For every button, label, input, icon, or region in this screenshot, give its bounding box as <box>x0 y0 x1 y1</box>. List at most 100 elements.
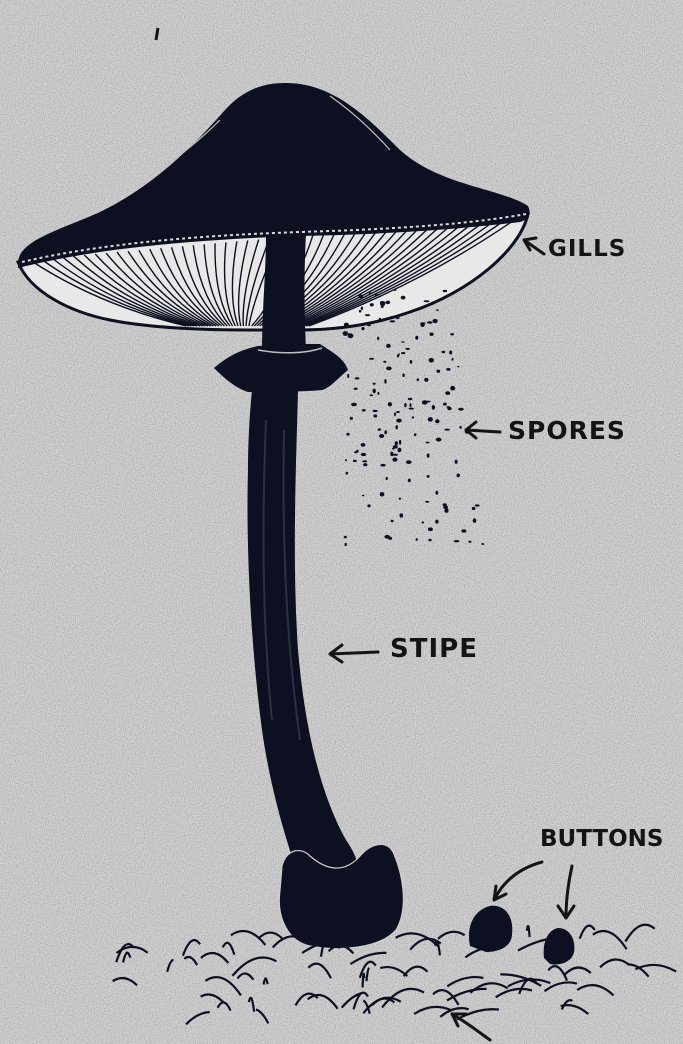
spores-label: SPORES <box>508 416 626 445</box>
spore <box>379 318 381 321</box>
spore <box>426 442 430 444</box>
spore <box>365 314 370 316</box>
spore <box>429 358 434 363</box>
spore <box>399 440 401 445</box>
spore <box>481 543 484 545</box>
spore <box>380 492 385 497</box>
spore <box>386 344 391 348</box>
spore <box>377 392 379 395</box>
spore <box>409 408 415 410</box>
spore <box>369 292 371 295</box>
spore <box>361 327 364 330</box>
spore <box>468 541 471 543</box>
spore <box>388 402 392 406</box>
spore <box>457 474 460 478</box>
spore <box>443 290 447 292</box>
spore <box>346 472 349 475</box>
spore <box>410 360 413 364</box>
spore <box>436 438 442 442</box>
spore <box>379 434 384 438</box>
spore <box>374 414 378 417</box>
spore <box>433 319 438 323</box>
spore <box>406 460 412 464</box>
spore <box>427 454 430 458</box>
spore <box>361 453 367 456</box>
spore <box>362 409 366 412</box>
spore <box>345 543 347 547</box>
spore <box>429 333 433 336</box>
spore <box>410 403 412 407</box>
spore <box>356 450 358 453</box>
spore <box>458 408 464 411</box>
spore <box>442 351 446 353</box>
gills-label: GILLS <box>548 236 626 262</box>
spore <box>347 374 349 378</box>
spore <box>414 433 416 436</box>
spore <box>398 448 402 452</box>
spore <box>375 294 379 296</box>
spore <box>362 460 367 462</box>
spore <box>426 401 431 403</box>
spore <box>359 294 364 298</box>
spore <box>459 426 461 429</box>
spore <box>384 535 390 539</box>
spore <box>361 443 366 447</box>
spore <box>394 412 396 416</box>
buttons-label: BUTTONS <box>540 826 663 852</box>
spore <box>345 459 347 461</box>
spore <box>383 361 386 363</box>
spore <box>380 301 383 306</box>
spore <box>425 501 429 503</box>
stipe-label: STIPE <box>390 634 478 664</box>
spore <box>396 317 400 319</box>
spore <box>435 491 438 495</box>
spore <box>444 508 448 513</box>
spore <box>432 405 435 410</box>
spore <box>400 513 404 517</box>
spore <box>435 419 439 423</box>
spore <box>350 417 353 420</box>
spore <box>408 398 413 400</box>
spore <box>346 433 349 436</box>
spore <box>348 333 350 335</box>
spore <box>428 527 433 531</box>
spore <box>436 309 438 311</box>
spore <box>450 386 455 391</box>
spore <box>427 475 430 478</box>
spore <box>386 477 388 480</box>
spore <box>380 464 385 467</box>
spore <box>406 348 410 350</box>
spore <box>416 538 418 541</box>
spore <box>445 391 450 395</box>
spore <box>392 458 397 462</box>
spore <box>457 366 459 368</box>
spore <box>475 504 480 506</box>
spore <box>428 539 431 542</box>
spore <box>391 520 394 522</box>
spore <box>370 394 374 396</box>
spore <box>402 373 404 377</box>
spore <box>390 452 393 457</box>
spore <box>391 316 396 318</box>
spore <box>386 367 392 371</box>
spore <box>444 429 449 431</box>
spore <box>401 352 405 354</box>
spore <box>472 507 476 510</box>
spore <box>367 504 370 507</box>
spore <box>392 448 394 450</box>
spore <box>378 428 381 430</box>
spore <box>417 378 419 381</box>
spore <box>344 323 349 327</box>
spore <box>373 389 376 394</box>
spore <box>354 388 358 390</box>
spore <box>355 377 360 379</box>
spore <box>398 354 400 356</box>
spore <box>393 454 398 456</box>
spore <box>351 403 357 406</box>
spore <box>446 406 450 408</box>
spore <box>385 301 390 305</box>
spore <box>367 325 371 327</box>
spore <box>396 411 400 413</box>
